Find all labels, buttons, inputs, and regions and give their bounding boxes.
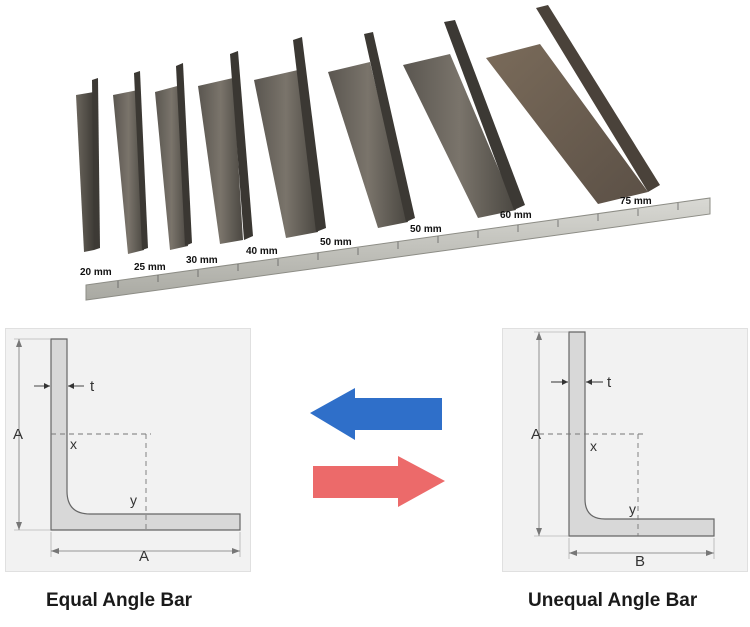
- equal-label-t: t: [90, 378, 95, 395]
- unequal-label-t: t: [607, 374, 612, 391]
- angle-bar-50mm-b: [328, 62, 408, 228]
- bar-label-25mm: 25 mm: [134, 262, 166, 273]
- bar-label-30mm: 30 mm: [186, 255, 218, 266]
- arrow-left-icon: [310, 388, 442, 440]
- bar-label-60mm: 60 mm: [500, 210, 532, 221]
- unequal-angle-diagram: t A x y B: [502, 328, 748, 572]
- arrow-right-icon: [313, 456, 445, 507]
- unequal-angle-caption: Unequal Angle Bar: [528, 590, 698, 611]
- unequal-label-width: B: [635, 553, 645, 570]
- unequal-label-x: x: [590, 438, 597, 454]
- equal-label-height: A: [13, 426, 23, 443]
- bar-label-50mm-b: 50 mm: [410, 224, 442, 235]
- bar-label-20mm: 20 mm: [80, 267, 112, 278]
- bar-label-75mm: 75 mm: [620, 196, 652, 207]
- equal-label-width: A: [139, 548, 149, 565]
- equal-angle-diagram: t A x y A: [5, 328, 251, 572]
- angle-bar-60mm: [403, 54, 516, 218]
- equal-angle-profile: [50, 338, 241, 531]
- unequal-label-height: A: [531, 426, 541, 443]
- angle-bars-photo: 20 mm 25 mm 30 mm 40 mm 50 mm 50 mm 60 m…: [58, 0, 718, 305]
- equal-label-x: x: [70, 436, 77, 452]
- angle-bar-20mm: [76, 92, 94, 252]
- equal-label-y: y: [130, 492, 137, 508]
- comparison-arrows: [305, 385, 455, 520]
- angle-bar-75mm: [486, 44, 648, 204]
- angle-bar-25mm: [113, 90, 144, 254]
- equal-angle-caption: Equal Angle Bar: [46, 590, 193, 611]
- bar-label-50mm-a: 50 mm: [320, 237, 352, 248]
- bar-label-40mm: 40 mm: [246, 246, 278, 257]
- angle-bars-illustration: 20 mm 25 mm 30 mm 40 mm 50 mm 50 mm 60 m…: [76, 5, 711, 301]
- unequal-label-y: y: [629, 501, 636, 517]
- angle-bar-40mm: [198, 78, 243, 244]
- unequal-angle-profile: [568, 331, 715, 537]
